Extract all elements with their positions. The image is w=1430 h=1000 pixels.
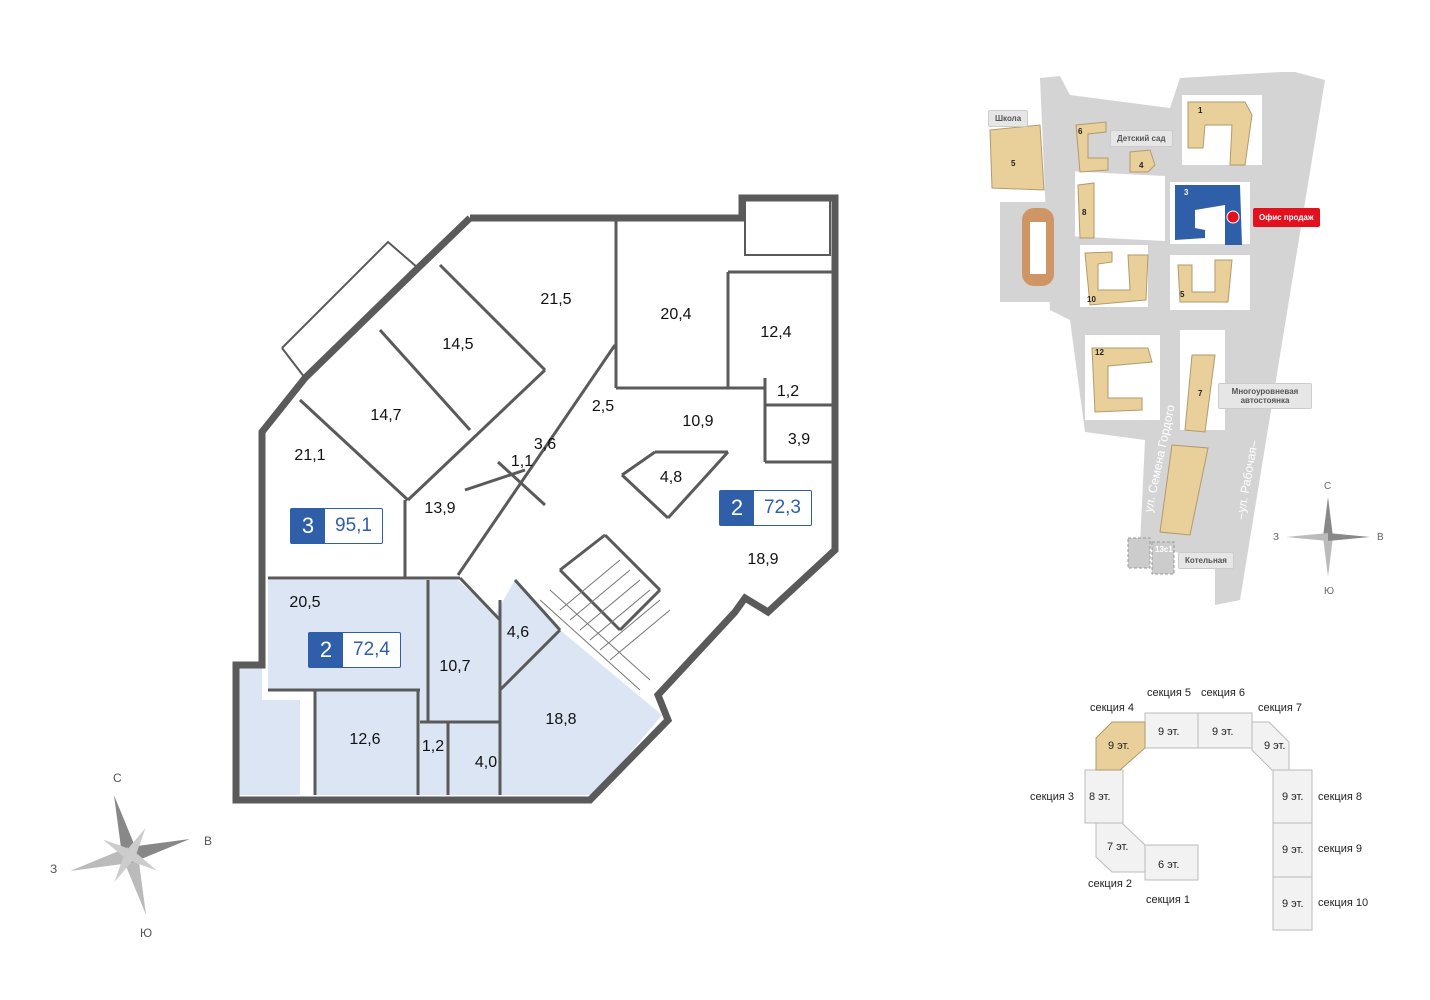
room-area: 12,4 bbox=[760, 324, 792, 341]
school-label: Школа bbox=[988, 110, 1029, 127]
kindergarten-number: 4 bbox=[1139, 161, 1144, 170]
compass-south: Ю bbox=[1324, 586, 1335, 597]
stairs bbox=[539, 559, 671, 691]
section-floors: 8 эт. bbox=[1089, 791, 1111, 803]
section-label[interactable]: секция 6 bbox=[1201, 687, 1246, 699]
section-label[interactable]: секция 5 bbox=[1147, 687, 1192, 699]
room-area: 10,9 bbox=[682, 413, 714, 430]
room-area: 1,1 bbox=[510, 453, 534, 470]
compass-north: С bbox=[113, 771, 122, 785]
building-number: 8 bbox=[1082, 208, 1087, 217]
section-floors: 9 эт. bbox=[1212, 726, 1234, 738]
section-floors: 9 эт. bbox=[1264, 740, 1286, 752]
section-label[interactable]: секция 7 bbox=[1258, 702, 1303, 714]
room-area: 2,5 bbox=[591, 398, 615, 415]
compass-south: Ю bbox=[140, 926, 153, 940]
apartment-area: 72,4 bbox=[353, 639, 390, 660]
room-area: 4,0 bbox=[474, 754, 498, 771]
building-3-selected bbox=[1175, 185, 1242, 245]
apartment-badge[interactable]: 3 95,1 bbox=[290, 508, 383, 544]
section-floors: 9 эт. bbox=[1108, 740, 1130, 752]
section-floors: 9 эт. bbox=[1282, 898, 1304, 910]
sales-office-label[interactable]: Офис продаж bbox=[1253, 208, 1320, 227]
building-number: 7 bbox=[1198, 389, 1203, 398]
apartment-rooms: 2 bbox=[720, 491, 754, 525]
room-area: 3,9 bbox=[787, 431, 811, 448]
kindergarten-label: Детский сад bbox=[1110, 130, 1173, 147]
building-number: 3 bbox=[1184, 188, 1189, 197]
room-area: 4,8 bbox=[659, 469, 683, 486]
buildings bbox=[989, 101, 1253, 536]
compass-west: З bbox=[50, 862, 58, 876]
building-number: 6 bbox=[1078, 127, 1083, 136]
apartment-area: 95,1 bbox=[335, 515, 372, 536]
room-area: 20,4 bbox=[660, 306, 692, 323]
office-marker-icon bbox=[1226, 210, 1240, 224]
section-label[interactable]: секция 3 bbox=[1030, 791, 1075, 803]
boiler-label: Котельная bbox=[1178, 552, 1234, 569]
compass-north: С bbox=[1324, 481, 1332, 492]
school-number: 5 bbox=[1011, 159, 1016, 168]
room-area: 13,9 bbox=[424, 500, 456, 517]
building-number: 1 bbox=[1198, 106, 1203, 115]
room-area: 14,5 bbox=[442, 336, 474, 353]
room-area: 14,7 bbox=[370, 407, 402, 424]
compass-west: З bbox=[1273, 532, 1280, 543]
apartment-area: 72,3 bbox=[764, 497, 801, 518]
boiler-number: 13с1 bbox=[1155, 545, 1173, 554]
room-area: 18,8 bbox=[545, 711, 577, 728]
room-area: 20,5 bbox=[289, 594, 321, 611]
walls bbox=[232, 194, 839, 804]
section-label[interactable]: секция 4 bbox=[1090, 702, 1135, 714]
room-area: 10,7 bbox=[439, 658, 471, 675]
compass-east: В bbox=[204, 834, 213, 848]
section-floors: 9 эт. bbox=[1158, 726, 1180, 738]
apartment-rooms: 2 bbox=[309, 633, 343, 667]
apartment-badge[interactable]: 2 72,3 bbox=[719, 490, 812, 526]
section-4-selected bbox=[1095, 721, 1146, 771]
room-area: 1,2 bbox=[776, 383, 800, 400]
section-floors: 6 эт. bbox=[1158, 859, 1180, 871]
apartment-rooms: 3 bbox=[291, 509, 325, 543]
compass-east: В bbox=[1377, 532, 1384, 543]
section-floors: 7 эт. bbox=[1107, 841, 1129, 853]
section-floors: 9 эт. bbox=[1282, 844, 1304, 856]
parking-label: Многоуровневая автостоянка bbox=[1218, 383, 1312, 409]
small-compass-icon bbox=[1286, 497, 1370, 577]
room-area: 12,6 bbox=[349, 731, 381, 748]
section-label[interactable]: секция 8 bbox=[1318, 791, 1363, 803]
balconies bbox=[281, 199, 831, 379]
section-floors: 9 эт. bbox=[1282, 791, 1304, 803]
section-label[interactable]: секция 10 bbox=[1318, 897, 1369, 909]
building-number: 10 bbox=[1087, 295, 1096, 304]
apartment-badge[interactable]: 2 72,4 bbox=[308, 632, 401, 668]
building-number: 12 bbox=[1095, 348, 1104, 357]
room-area: 21,5 bbox=[540, 291, 572, 308]
room-area: 18,9 bbox=[747, 551, 779, 568]
room-area: 4,6 bbox=[506, 624, 530, 641]
section-label[interactable]: секция 9 bbox=[1318, 843, 1363, 855]
section-label[interactable]: секция 2 bbox=[1088, 878, 1133, 890]
room-area: 1,2 bbox=[421, 738, 445, 755]
interior-walls bbox=[268, 220, 835, 795]
section-label[interactable]: секция 1 bbox=[1146, 894, 1191, 906]
building-number: 5 bbox=[1180, 290, 1185, 299]
room-area: 21,1 bbox=[294, 447, 326, 464]
room-area: 3,6 bbox=[533, 436, 557, 453]
